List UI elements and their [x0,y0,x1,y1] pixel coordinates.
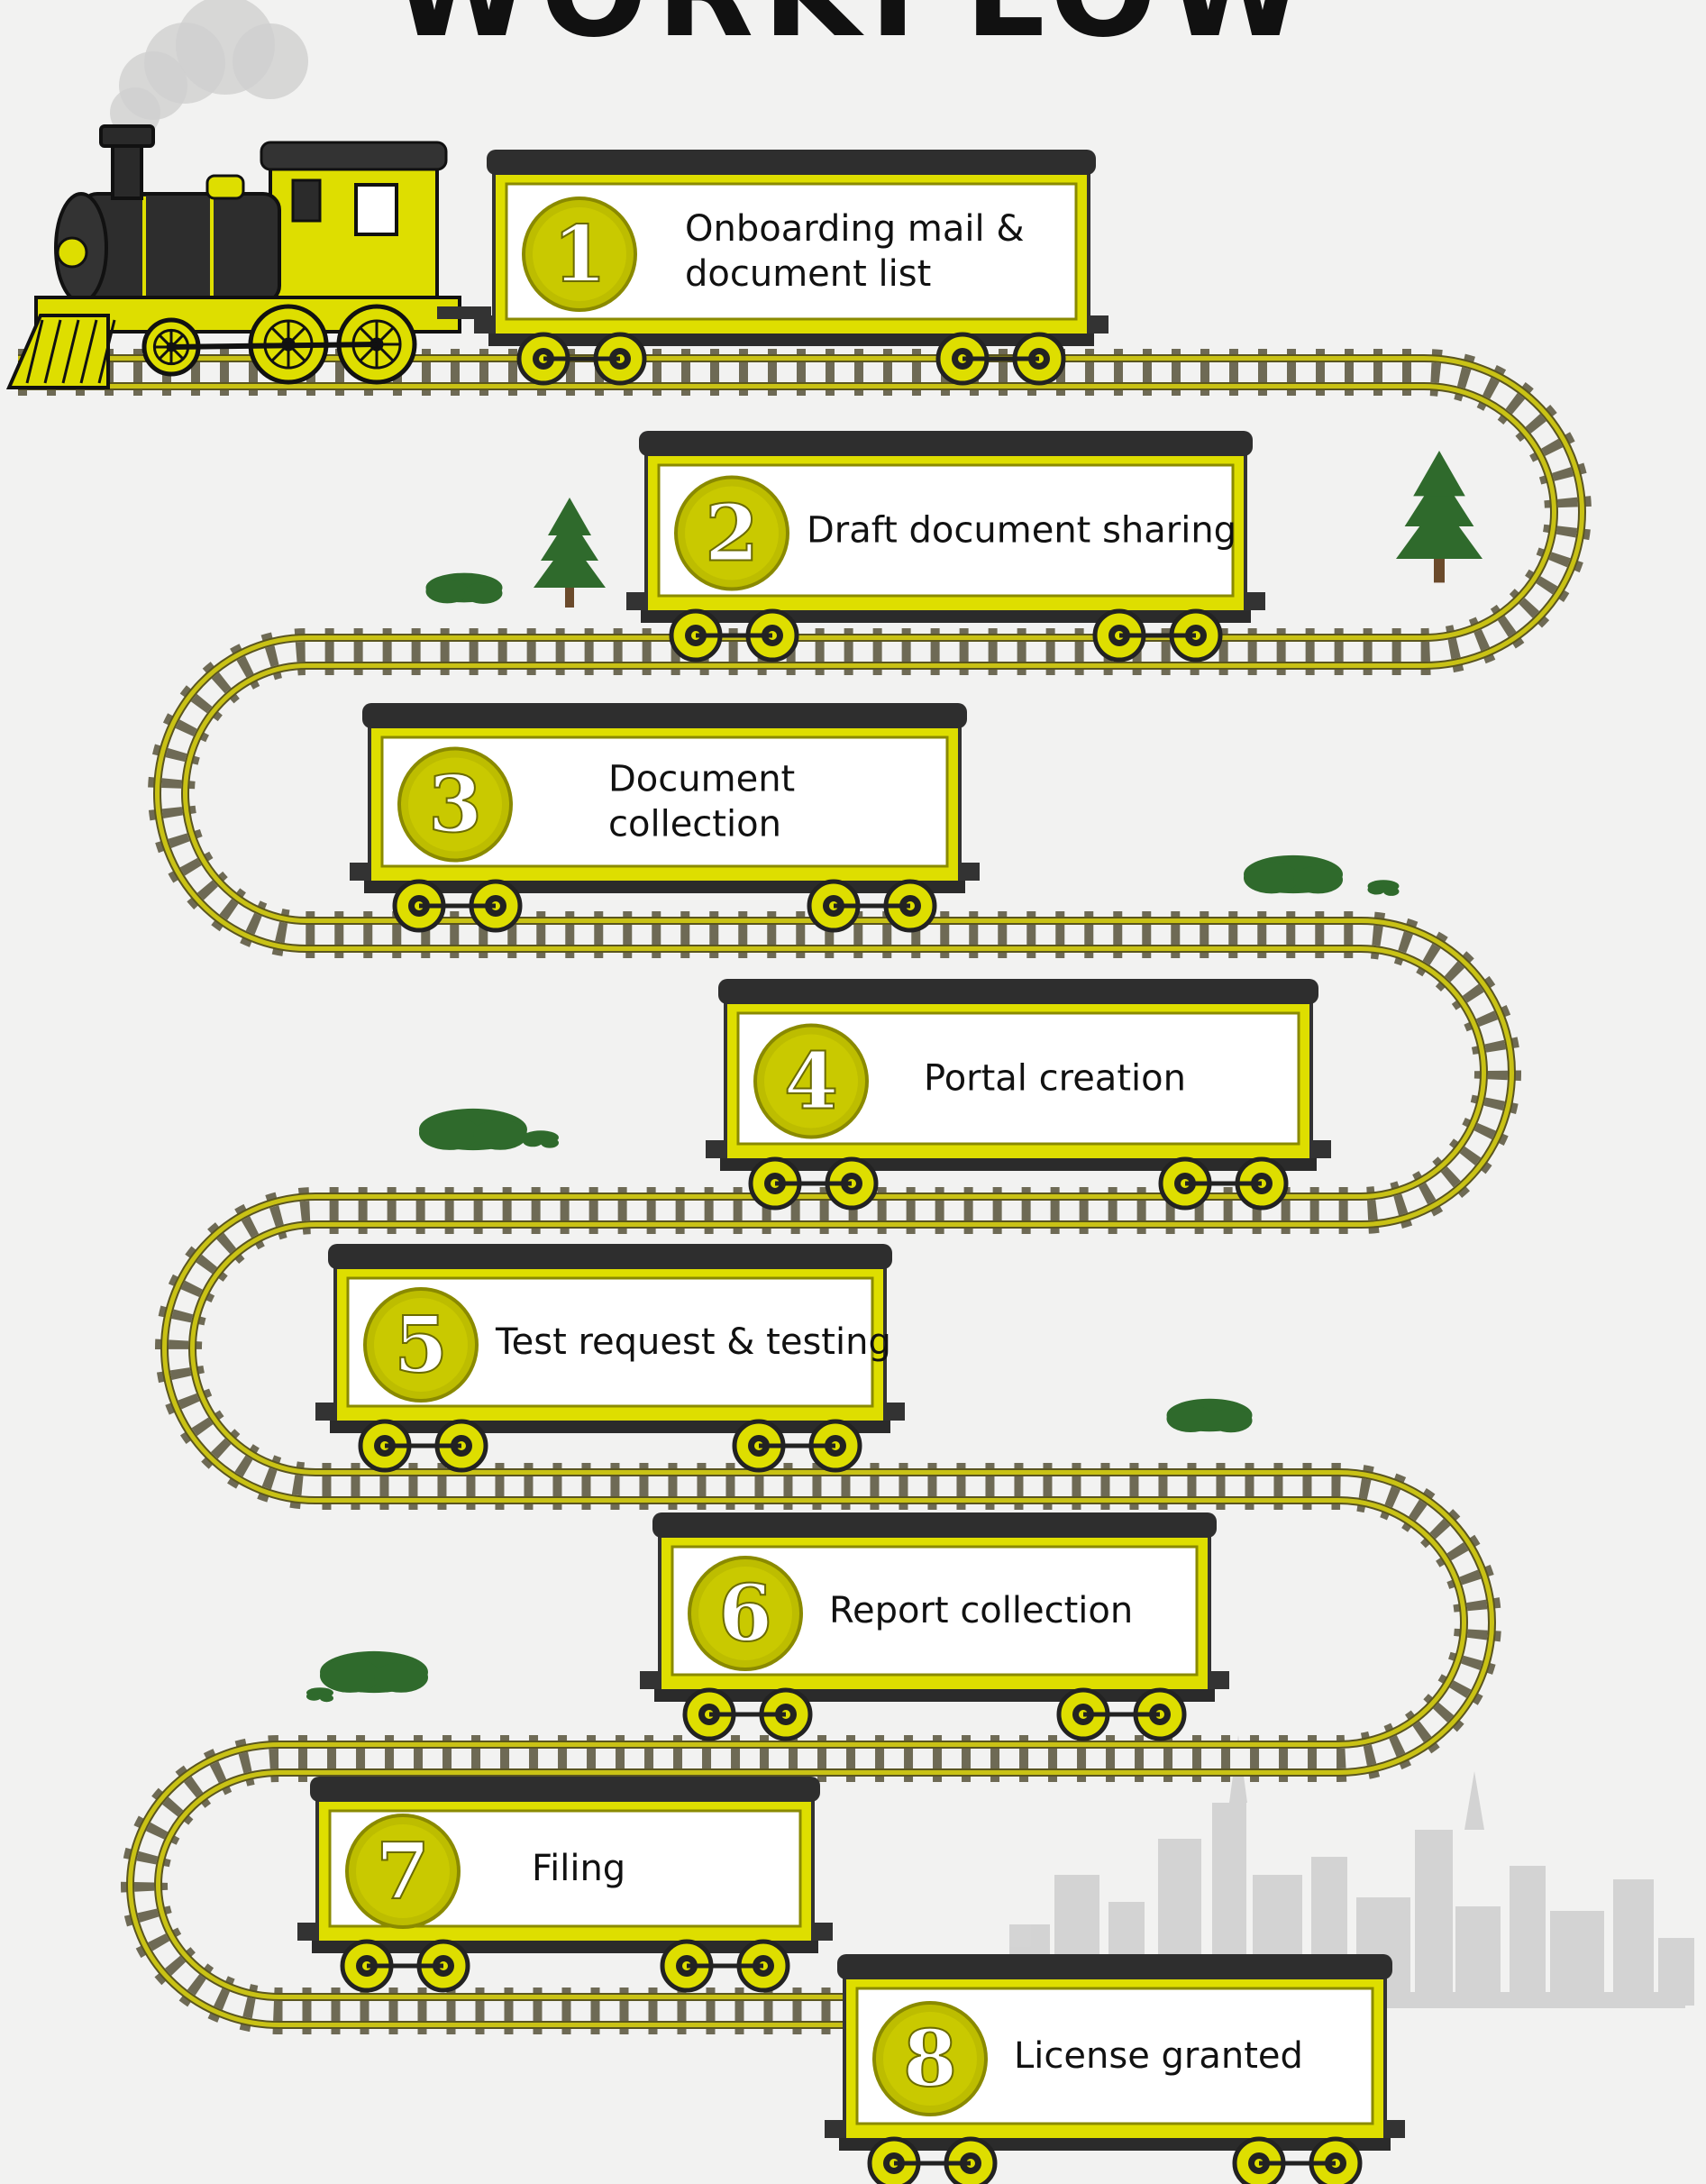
step-number: 7 [376,1826,430,1917]
step-label: document list [685,253,931,295]
step-label: License granted [1014,2035,1303,2077]
step-number: 6 [718,1568,772,1659]
step-label: collection [608,804,781,845]
car-roof [718,979,1318,1004]
step-number: 8 [903,2014,957,2105]
bush-icon [320,1650,428,1694]
bush-icon [1367,880,1400,896]
bush-icon [523,1130,559,1148]
pine-tree-icon [1396,451,1482,583]
smoke-cloud [110,0,308,138]
car-chassis [641,610,1251,623]
car-roof [652,1512,1217,1538]
workflow-step-8: 8 License granted [825,1954,1405,2184]
step-number: 3 [428,760,482,851]
car-chassis [720,1158,1317,1171]
workflow-step-2: 2 Draft document sharing [626,431,1265,663]
car-chassis [330,1421,890,1433]
workflow-step-4: 4 Portal creation [706,979,1331,1211]
car-chassis [654,1689,1215,1702]
car-chassis [364,881,965,893]
step-label: Report collection [829,1590,1133,1631]
step-label: Filing [532,1848,625,1889]
step-label: Document [608,759,795,800]
step-label: Onboarding mail & [685,208,1025,250]
bush-icon [1244,854,1343,894]
step-number: 4 [784,1037,838,1128]
car-roof [310,1777,820,1802]
step-label: Portal creation [924,1058,1186,1100]
page-title: WORKFLOW [0,0,1706,56]
car-roof [328,1244,892,1269]
step-label: Test request & testing [495,1321,891,1363]
step-number: 1 [552,209,607,300]
step-number: 5 [394,1300,448,1391]
workflow-step-5: 5 Test request & testing [315,1244,905,1473]
track-inner-sleepers [18,362,1578,2021]
step-number: 2 [705,489,759,580]
workflow-step-6: 6 Report collection [640,1512,1229,1741]
workflow-step-1: 1 Onboarding mail &document list [474,150,1108,386]
bush-icon [425,572,503,604]
bush-icon [419,1108,527,1151]
workflow-step-7: 7 Filing [297,1777,833,1993]
step-label: Draft document sharing [807,510,1236,552]
bush-icon [306,1687,333,1703]
steam-locomotive-icon [5,124,491,389]
car-roof [487,150,1096,175]
car-chassis [488,334,1094,346]
car-roof [639,431,1253,456]
bush-icon [1166,1398,1253,1433]
car-roof [362,703,967,728]
car-chassis [839,2138,1391,2151]
pine-tree-icon [534,498,606,608]
car-roof [837,1954,1392,1979]
